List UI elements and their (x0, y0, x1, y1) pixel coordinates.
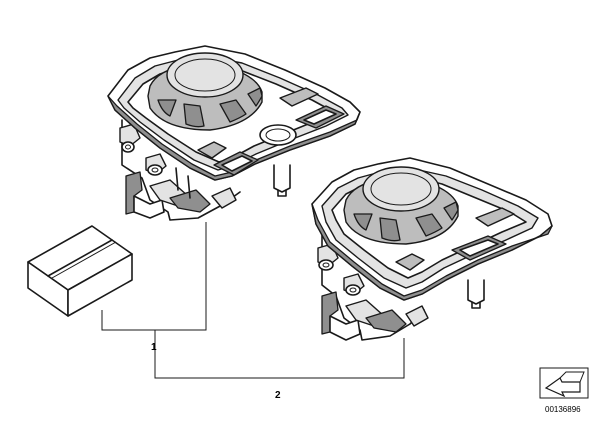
navigation-arrow-icon (539, 367, 589, 399)
callout-lines (101, 222, 405, 379)
callout-label-2: 2 (275, 390, 281, 401)
package-box-icon (27, 225, 133, 317)
callout-label-1: 1 (151, 342, 157, 353)
diagram-id: 00136896 (545, 405, 581, 414)
controller-icon (311, 157, 553, 341)
controller-icon (107, 45, 361, 221)
